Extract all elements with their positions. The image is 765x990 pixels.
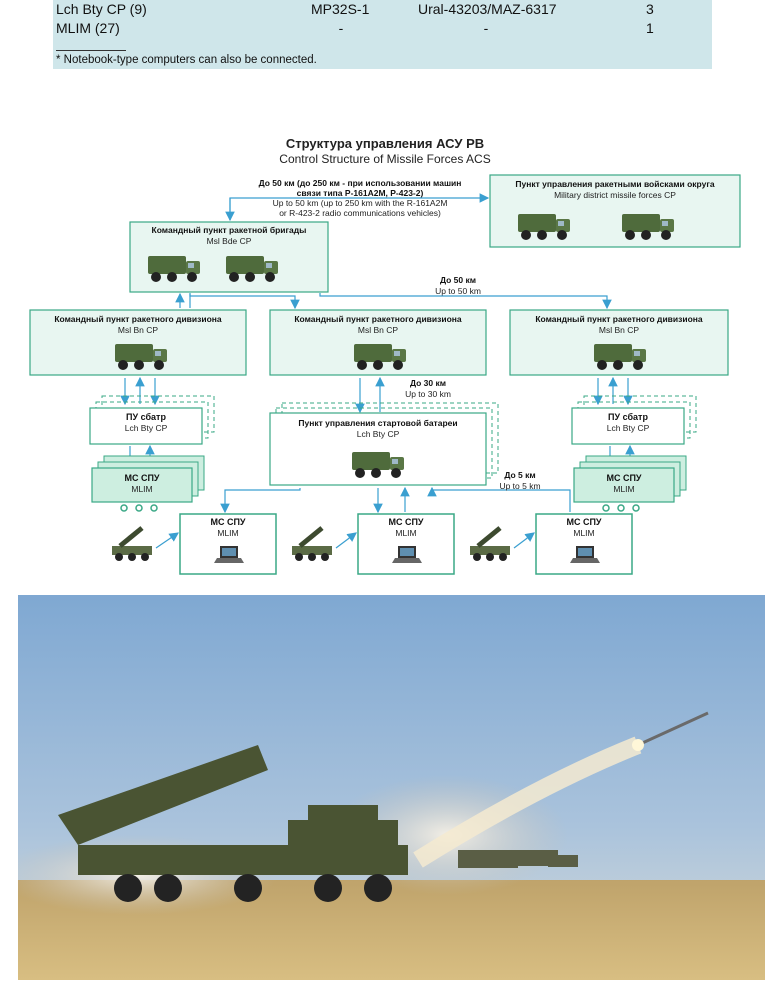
- table-cell-name: MLIM (27): [56, 20, 120, 36]
- mlim-label-en: MLIM: [131, 484, 152, 494]
- footnote: * Notebook-type computers can also be co…: [56, 54, 317, 66]
- mlim-terminal-box: МС СПУ MLIM: [357, 513, 455, 575]
- top-link-label: or R-423-2 radio communications vehicles…: [279, 208, 441, 218]
- diagram-title: Структура управления АСУ РВ: [286, 136, 484, 151]
- table-cell-name: Lch Bty CP (9): [56, 1, 147, 17]
- battery-cp-label-en: Lch Bty CP: [607, 423, 650, 433]
- mlim-label-en: MLIM: [217, 528, 238, 538]
- rocket-launch-photo: [18, 595, 765, 980]
- mlim-box: МС СПУ MLIM: [573, 455, 687, 503]
- link-5km-label-en: Up to 5 km: [499, 481, 540, 491]
- battalion-cp-box: Командный пункт ракетного дивизиона Msl …: [269, 309, 487, 376]
- spec-table: Lch Bty CP (9) MP32S-1 Ural-43203/MAZ-63…: [53, 0, 712, 69]
- battery-cp-box: ПУ сбатр Lch Bty CP: [89, 395, 215, 445]
- mlim-label: МС СПУ: [124, 473, 159, 483]
- launch-battery-cp-label-en: Lch Bty CP: [357, 429, 400, 439]
- footnote-rule: [56, 50, 126, 51]
- missile-launcher-icon: [112, 528, 152, 561]
- link-5km-label: До 5 км: [504, 470, 535, 480]
- district-cp-label: Пункт управления ракетными войсками окру…: [515, 179, 714, 189]
- mlim-label: МС СПУ: [606, 473, 641, 483]
- control-structure-diagram: Структура управления АСУ РВ Control Stru…: [29, 136, 741, 575]
- battalion-cp-label: Командный пункт ракетного дивизиона: [54, 314, 222, 324]
- battalion-cp-label: Командный пункт ракетного дивизиона: [535, 314, 703, 324]
- table-row: MLIM (27) - - 1: [56, 20, 706, 40]
- battery-cp-label: ПУ сбатр: [608, 412, 648, 422]
- battery-cp-label-en: Lch Bty CP: [125, 423, 168, 433]
- battalion-cp-label-en: Msl Bn CP: [599, 325, 639, 335]
- link-30km-label-en: Up to 30 km: [405, 389, 451, 399]
- top-link-label: До 50 км (до 250 км - при использовании …: [259, 178, 462, 188]
- mlim-label: МС СПУ: [566, 517, 601, 527]
- district-cp-box: Пункт управления ракетными войсками окру…: [489, 174, 741, 248]
- mlim-label-en: MLIM: [613, 484, 634, 494]
- brigade-cp-label: Командный пункт ракетной бригады: [152, 225, 307, 235]
- diagram-subtitle: Control Structure of Missile Forces ACS: [279, 152, 490, 166]
- table-cell-chassis: -: [483, 20, 489, 36]
- mlim-label: МС СПУ: [388, 517, 423, 527]
- table-row: Lch Bty CP (9) MP32S-1 Ural-43203/MAZ-63…: [56, 1, 706, 21]
- battalion-cp-box: Командный пункт ракетного дивизиона Msl …: [29, 309, 247, 376]
- table-cell-equipment: MP32S-1: [311, 1, 370, 17]
- mlim-label: МС СПУ: [210, 517, 245, 527]
- missile-launcher-icon: [292, 528, 332, 561]
- battery-cp-label: ПУ сбатр: [126, 412, 166, 422]
- launch-battery-cp-box: Пункт управления стартовой батареи Lch B…: [269, 402, 499, 486]
- table-cell-count: 1: [646, 20, 654, 36]
- table-cell-equipment: -: [338, 20, 344, 36]
- top-link-label: связи типа Р-161А2М, Р-423-2): [297, 188, 424, 198]
- mlim-label-en: MLIM: [573, 528, 594, 538]
- brigade-cp-box: Командный пункт ракетной бригады Msl Bde…: [129, 221, 329, 293]
- table-cell-count: 3: [646, 1, 654, 17]
- battalion-cp-label: Командный пункт ракетного дивизиона: [294, 314, 462, 324]
- mlim-terminal-box: МС СПУ MLIM: [535, 513, 633, 575]
- top-link-label: Up to 50 km (up to 250 km with the R-161…: [273, 198, 448, 208]
- link-50km-label: До 50 км: [440, 275, 476, 285]
- mlim-box: МС СПУ MLIM: [91, 455, 205, 503]
- battery-cp-box: ПУ сбатр Lch Bty CP: [571, 395, 697, 445]
- mlim-terminal-box: МС СПУ MLIM: [179, 513, 277, 575]
- missile-launcher-icon: [470, 528, 510, 561]
- district-cp-label-en: Military district missile forces CP: [554, 190, 676, 200]
- battalion-cp-label-en: Msl Bn CP: [358, 325, 398, 335]
- battalion-cp-label-en: Msl Bn CP: [118, 325, 158, 335]
- link-50km-label-en: Up to 50 km: [435, 286, 481, 296]
- table-cell-chassis: Ural-43203/MAZ-6317: [418, 1, 557, 17]
- link-30km-label: До 30 км: [410, 378, 446, 388]
- brigade-cp-label-en: Msl Bde CP: [207, 236, 252, 246]
- battalion-cp-box: Командный пункт ракетного дивизиона Msl …: [509, 309, 729, 376]
- mlim-label-en: MLIM: [395, 528, 416, 538]
- launch-battery-cp-label: Пункт управления стартовой батареи: [298, 418, 457, 428]
